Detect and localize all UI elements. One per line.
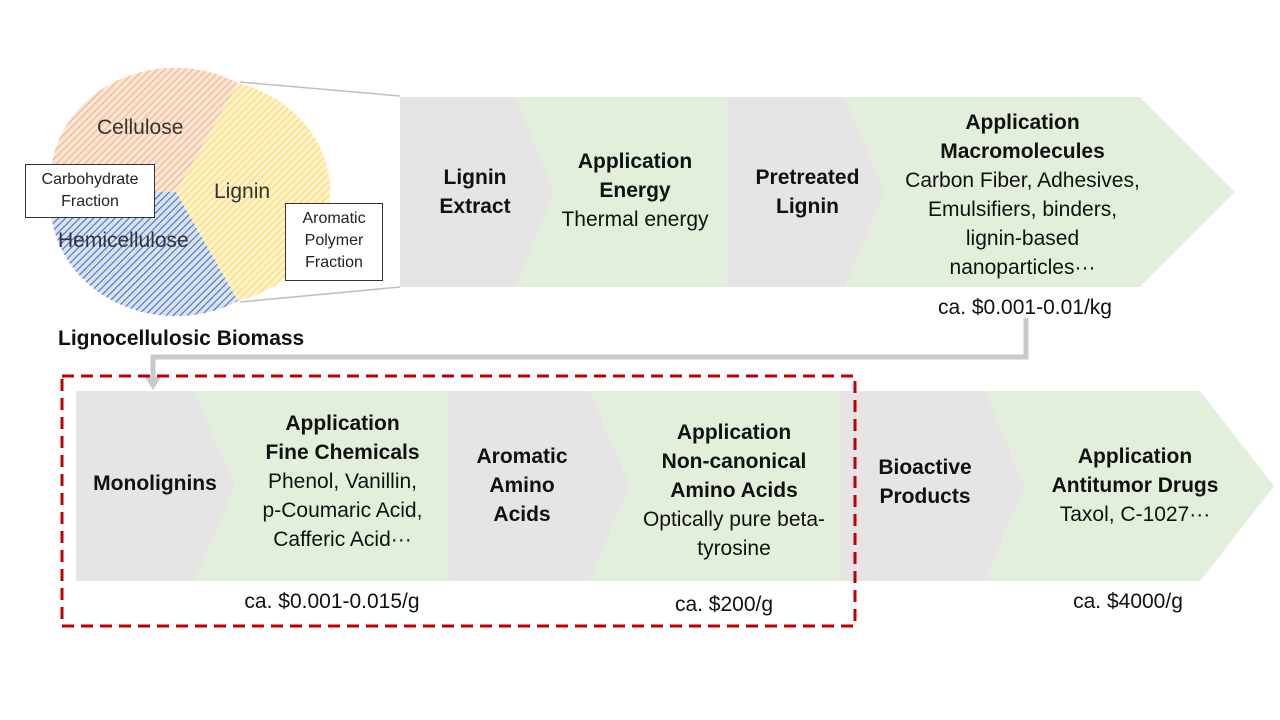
antitumor-title-1: Application (1077, 445, 1193, 468)
fine-title-1: Application (285, 412, 400, 435)
aromatic-aa-line-3: Acids (493, 503, 551, 526)
fine-desc-1: Phenol, Vanillin, (267, 470, 418, 493)
pretreated-label: Pretreated Lignin (730, 163, 885, 221)
price-noncanonical: ca. $200/g (674, 593, 774, 616)
bioactive-line-1: Bioactive (878, 456, 972, 479)
energy-title-2: Energy (599, 179, 671, 202)
aromatic-aa-line-1: Aromatic (476, 445, 568, 468)
chevron-antitumor (985, 391, 1274, 581)
monolignins-label: Monolignins (80, 469, 230, 498)
zoom-line-bottom (239, 286, 401, 303)
lignin-extract-line-2: Extract (439, 195, 511, 218)
aromatic-line-2: Polymer (304, 232, 364, 249)
chevron-fine-chemicals (195, 391, 447, 581)
energy-desc: Thermal energy (561, 208, 709, 231)
connector-arrowhead (145, 377, 161, 390)
zoom-line-top (239, 81, 401, 97)
aromatic-aa-line-2: Amino (489, 474, 555, 497)
pretreated-line-1: Pretreated (755, 166, 860, 189)
pretreated-line-2: Lignin (776, 195, 839, 218)
price-macromolecules: ca. $0.001-0.01/kg (938, 296, 1112, 319)
fine-desc-3: Cafferic Acid··· (273, 528, 412, 551)
pie-slice-cellulose (50, 67, 238, 193)
macromolecules-label: Application Macromolecules Carbon Fiber,… (885, 108, 1160, 282)
carbohydrate-line-2: Fraction (61, 193, 119, 210)
noncanonical-title-1: Application (676, 421, 792, 444)
macro-desc-2: Emulsifiers, binders, (927, 198, 1118, 221)
macro-title-1: Application (965, 111, 1080, 134)
price-antitumor: ca. $4000/g (1073, 590, 1183, 613)
noncanonical-title-3: Amino Acids (670, 479, 798, 502)
chevron-noncanonical (590, 391, 840, 581)
aromatic-aa-label: Aromatic Amino Acids (452, 442, 592, 529)
macro-title-2: Macromolecules (940, 140, 1105, 163)
antitumor-label: Application Antitumor Drugs Taxol, C-102… (1025, 442, 1245, 529)
highlight-box (60, 374, 857, 628)
cellulose-label: Cellulose (97, 116, 184, 139)
energy-label: Application Energy Thermal energy (540, 147, 730, 234)
aromatic-line-1: Aromatic (302, 210, 366, 227)
lignin-extract-line-1: Lignin (443, 166, 507, 189)
aromatic-line-3: Fraction (305, 254, 363, 271)
energy-title-1: Application (577, 150, 693, 173)
carbohydrate-fraction-box: Carbohydrate Fraction (25, 164, 155, 218)
macro-desc-3: lignin-based (965, 227, 1080, 250)
aromatic-fraction-box: Aromatic Polymer Fraction (285, 203, 383, 281)
monolignins-line: Monolignins (93, 472, 217, 495)
antitumor-title-2: Antitumor Drugs (1051, 474, 1219, 497)
macro-desc-1: Carbon Fiber, Adhesives, (905, 169, 1140, 192)
carbohydrate-line-1: Carbohydrate (41, 171, 139, 188)
noncanonical-title-2: Non-canonical (661, 450, 807, 473)
connector-arrow (150, 318, 1029, 378)
bioactive-line-2: Products (879, 485, 971, 508)
lignin-extract-label: Lignin Extract (405, 163, 545, 221)
chevron-pretreated (727, 97, 885, 287)
noncanonical-desc-2: tyrosine (697, 537, 771, 560)
macro-desc-4: nanoparticles··· (949, 256, 1096, 279)
fine-chemicals-label: Application Fine Chemicals Phenol, Vanil… (225, 409, 460, 554)
lignin-label: Lignin (214, 180, 271, 203)
chevron-macromolecules (845, 97, 1235, 287)
chevron-energy (515, 97, 727, 287)
antitumor-desc: Taxol, C-1027··· (1059, 503, 1211, 526)
chevron-monolignins (76, 391, 235, 581)
noncanonical-desc-1: Optically pure beta- (642, 508, 826, 531)
chevron-bioactive (840, 391, 1025, 581)
chevron-lignin-extract (400, 97, 555, 287)
bioactive-label: Bioactive Products (850, 453, 1000, 511)
chevron-aromatic-aa (447, 391, 630, 581)
pie-slice-hemicellulose (50, 192, 239, 317)
fine-desc-2: p-Coumaric Acid, (262, 499, 423, 522)
biomass-caption: Lignocellulosic Biomass (58, 327, 305, 350)
fine-title-2: Fine Chemicals (265, 441, 420, 464)
noncanonical-label: Application Non-canonical Amino Acids Op… (615, 418, 853, 563)
price-fine-chemicals: ca. $0.001-0.015/g (244, 590, 420, 613)
hemicellulose-label: Hemicellulose (58, 229, 189, 252)
